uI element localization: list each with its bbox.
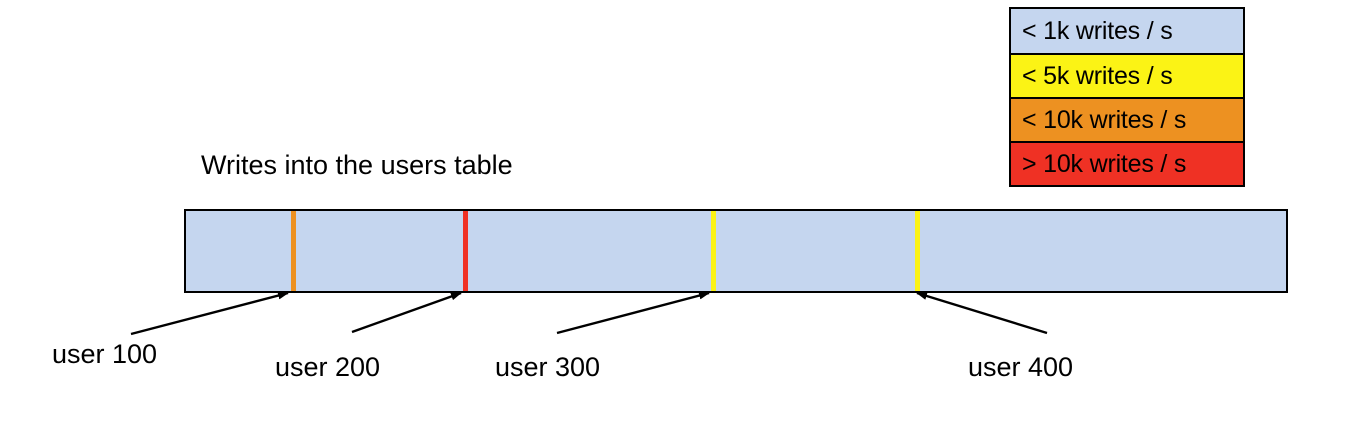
label-user-200: user 200 (275, 352, 381, 382)
users-table-bar (184, 209, 1288, 293)
arrow-user-100 (130, 291, 289, 336)
partition-marker-user-100 (291, 211, 296, 291)
label-user-300: user 300 (495, 352, 601, 382)
writes-legend: < 1k writes / s < 5k writes / s < 10k wr… (1009, 7, 1245, 187)
legend-row-over-10k: > 10k writes / s (1011, 141, 1243, 185)
label-user-400: user 400 (968, 352, 1074, 382)
legend-label-under-5k: < 5k writes / s (1022, 61, 1173, 90)
diagram-title: Writes into the users table (201, 150, 513, 180)
arrow-user-300 (556, 291, 710, 335)
partition-marker-user-200 (463, 211, 468, 291)
legend-row-under-5k: < 5k writes / s (1011, 53, 1243, 97)
legend-label-over-10k: > 10k writes / s (1022, 149, 1187, 178)
legend-label-under-1k: < 1k writes / s (1022, 16, 1173, 45)
label-user-100: user 100 (52, 339, 158, 369)
arrow-user-400 (916, 291, 1048, 335)
legend-label-under-10k: < 10k writes / s (1022, 105, 1187, 134)
legend-row-under-1k: < 1k writes / s (1011, 9, 1243, 53)
arrow-user-200 (351, 291, 462, 334)
partition-marker-user-400 (915, 211, 920, 291)
partition-marker-user-300 (711, 211, 716, 291)
legend-row-under-10k: < 10k writes / s (1011, 97, 1243, 141)
